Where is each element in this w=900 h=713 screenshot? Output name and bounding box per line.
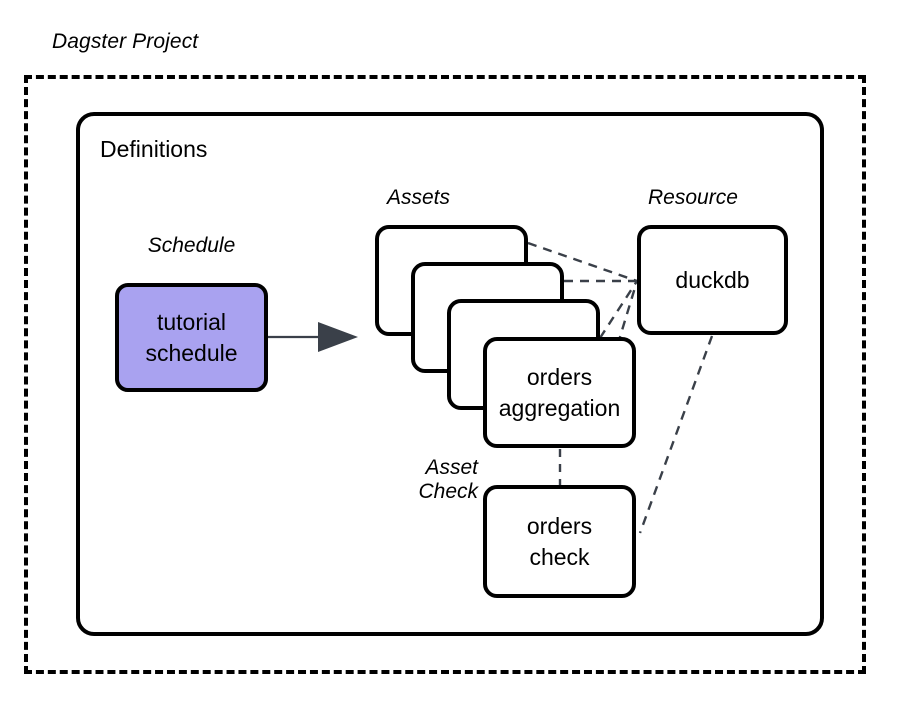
arrowhead-schedule-to-assets bbox=[318, 322, 358, 352]
node-tutorial-schedule[interactable]: tutorial schedule bbox=[115, 283, 268, 392]
edge-asset1-to-resource bbox=[527, 241, 638, 283]
group-label-schedule: Schedule bbox=[147, 234, 236, 257]
project-boundary bbox=[24, 75, 866, 674]
node-orders-aggregation[interactable]: orders aggregation bbox=[483, 337, 636, 448]
group-label-assets: Assets bbox=[387, 186, 451, 209]
group-label-asset-check: Asset Check bbox=[418, 456, 478, 504]
edge-resource-to-asset-check bbox=[638, 335, 714, 534]
definitions-label: Definitions bbox=[100, 136, 208, 162]
project-title: Dagster Project bbox=[52, 30, 199, 53]
node-orders-check[interactable]: orders check bbox=[483, 485, 636, 598]
group-label-resource: Resource bbox=[648, 186, 738, 209]
edge-asset4-to-resource bbox=[611, 280, 639, 361]
edge-asset3-to-resource bbox=[598, 280, 639, 339]
node-duckdb-resource[interactable]: duckdb bbox=[637, 225, 788, 335]
